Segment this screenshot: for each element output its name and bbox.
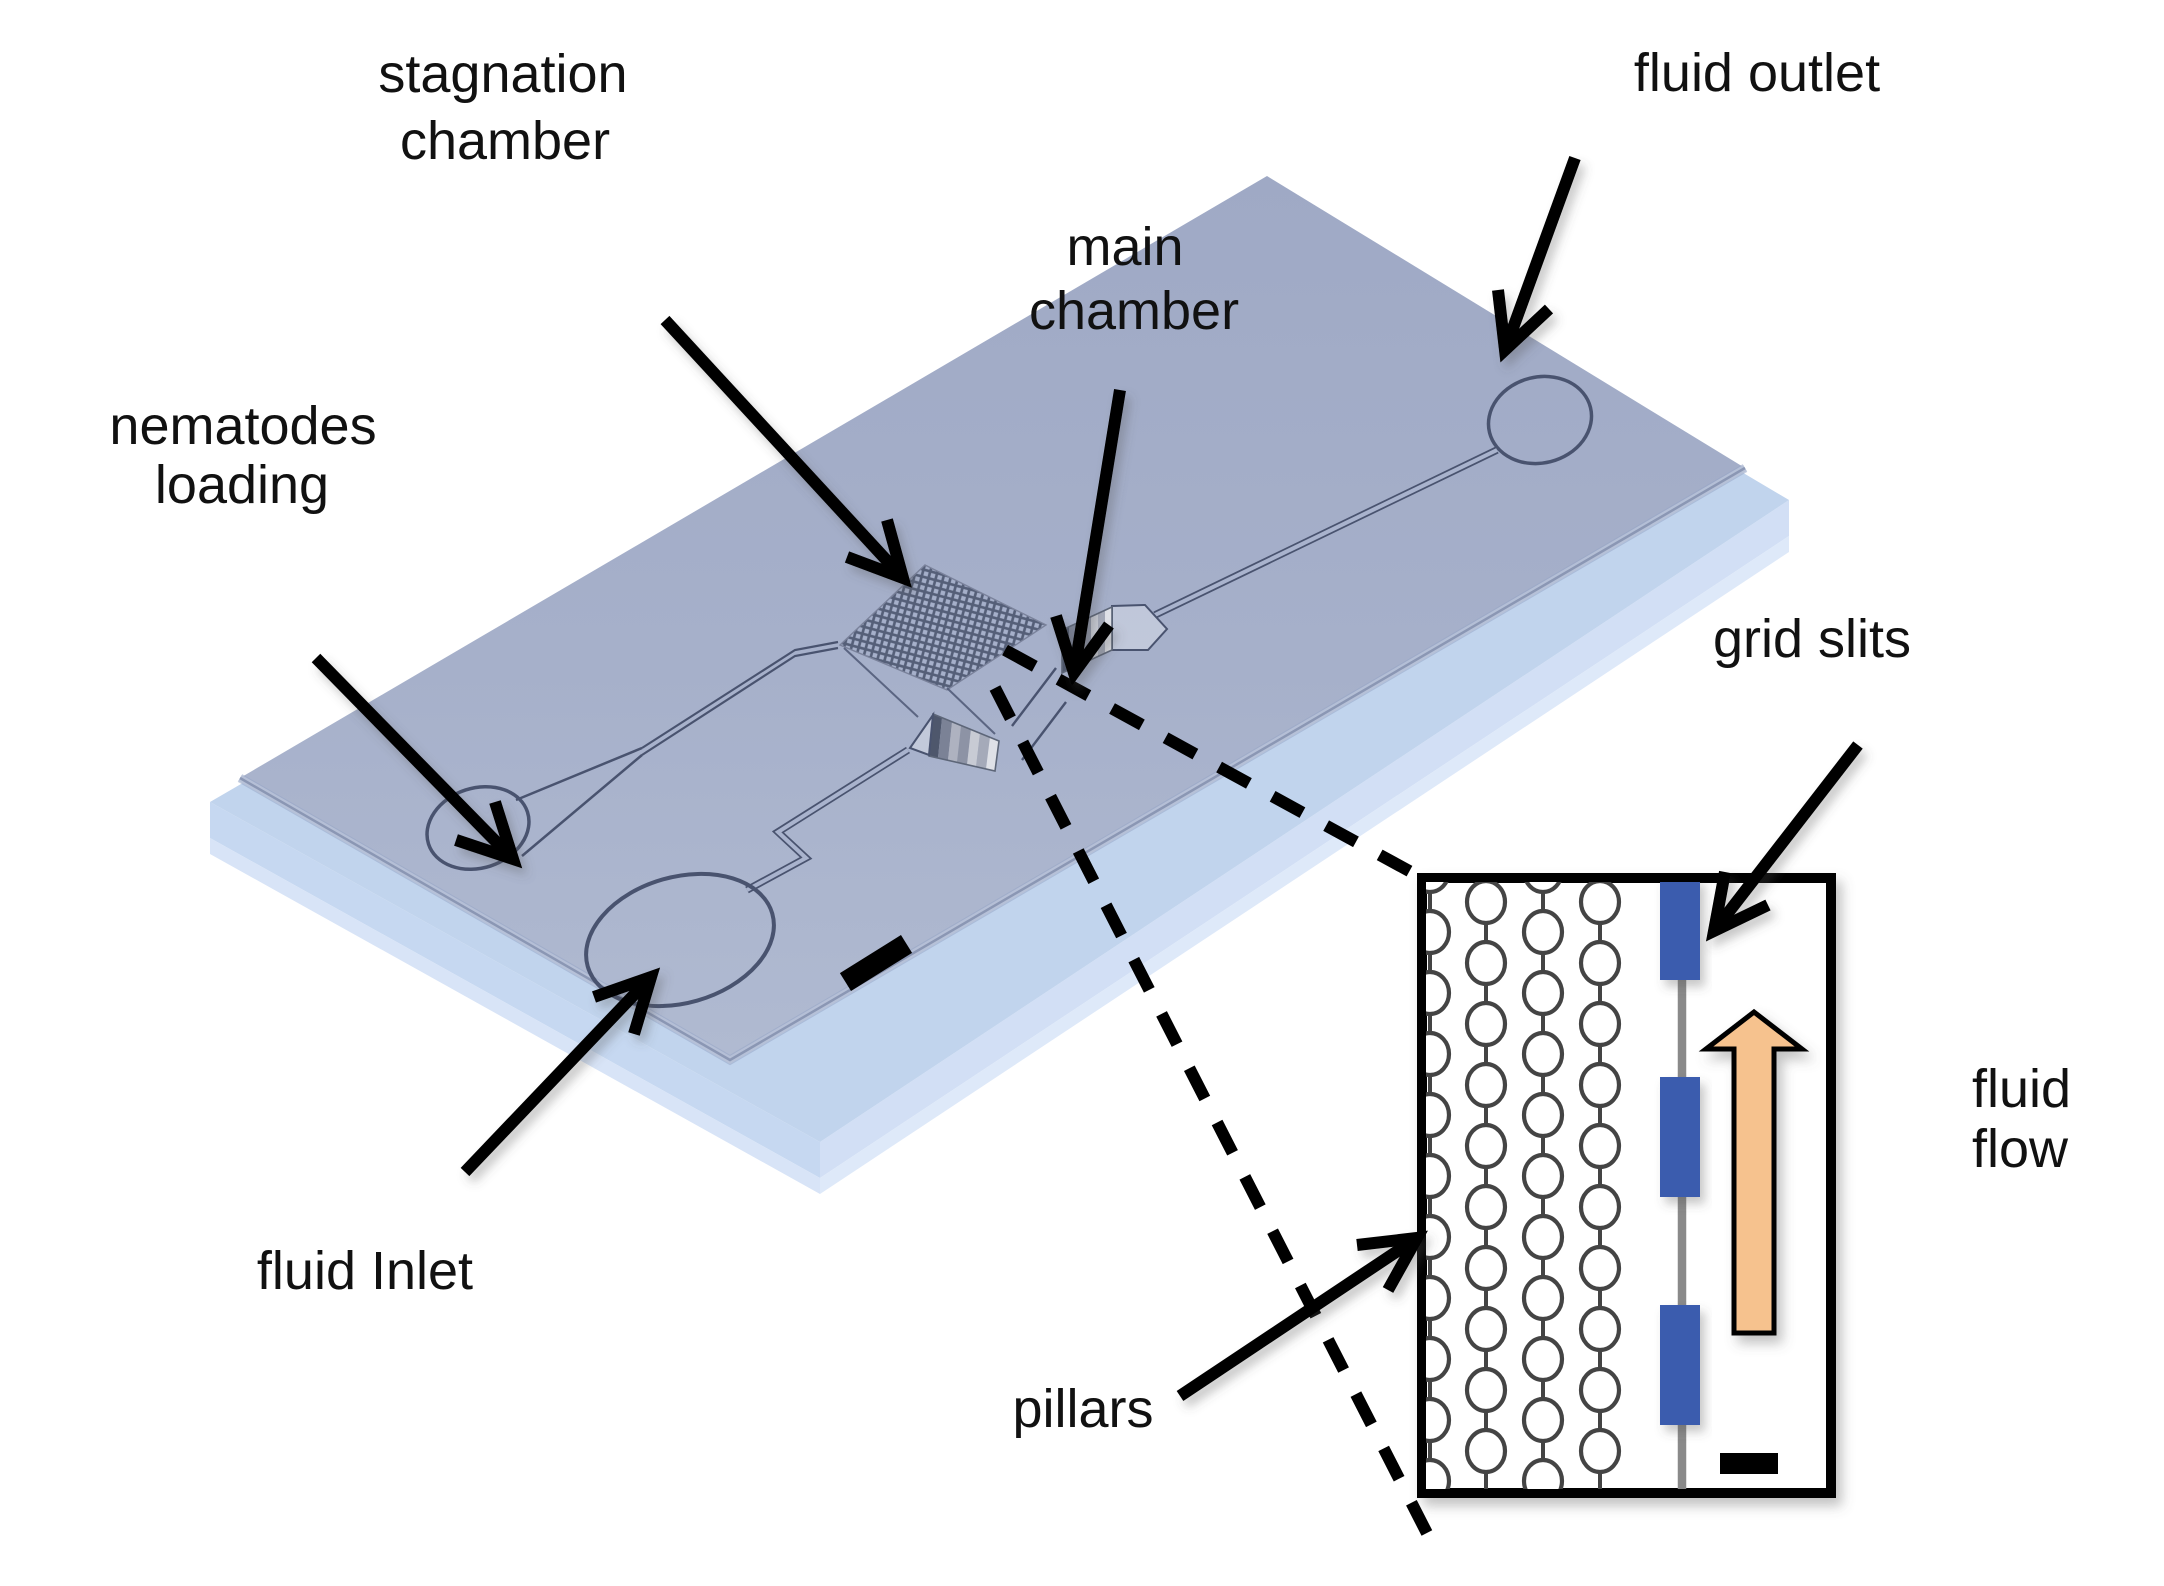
svg-text:main: main (1066, 217, 1183, 277)
svg-text:loading: loading (155, 455, 329, 515)
svg-text:flow: flow (1972, 1119, 2069, 1179)
svg-text:chamber: chamber (400, 111, 610, 171)
svg-text:chamber: chamber (1029, 281, 1239, 341)
svg-text:nematodes: nematodes (109, 396, 376, 456)
svg-text:grid slits: grid slits (1713, 609, 1911, 669)
svg-text:fluid Inlet: fluid Inlet (257, 1241, 473, 1301)
svg-text:stagnation: stagnation (378, 44, 627, 104)
svg-text:fluid: fluid (1972, 1059, 2071, 1119)
svg-text:fluid outlet: fluid outlet (1634, 43, 1880, 103)
svg-text:pillars: pillars (1012, 1379, 1153, 1439)
